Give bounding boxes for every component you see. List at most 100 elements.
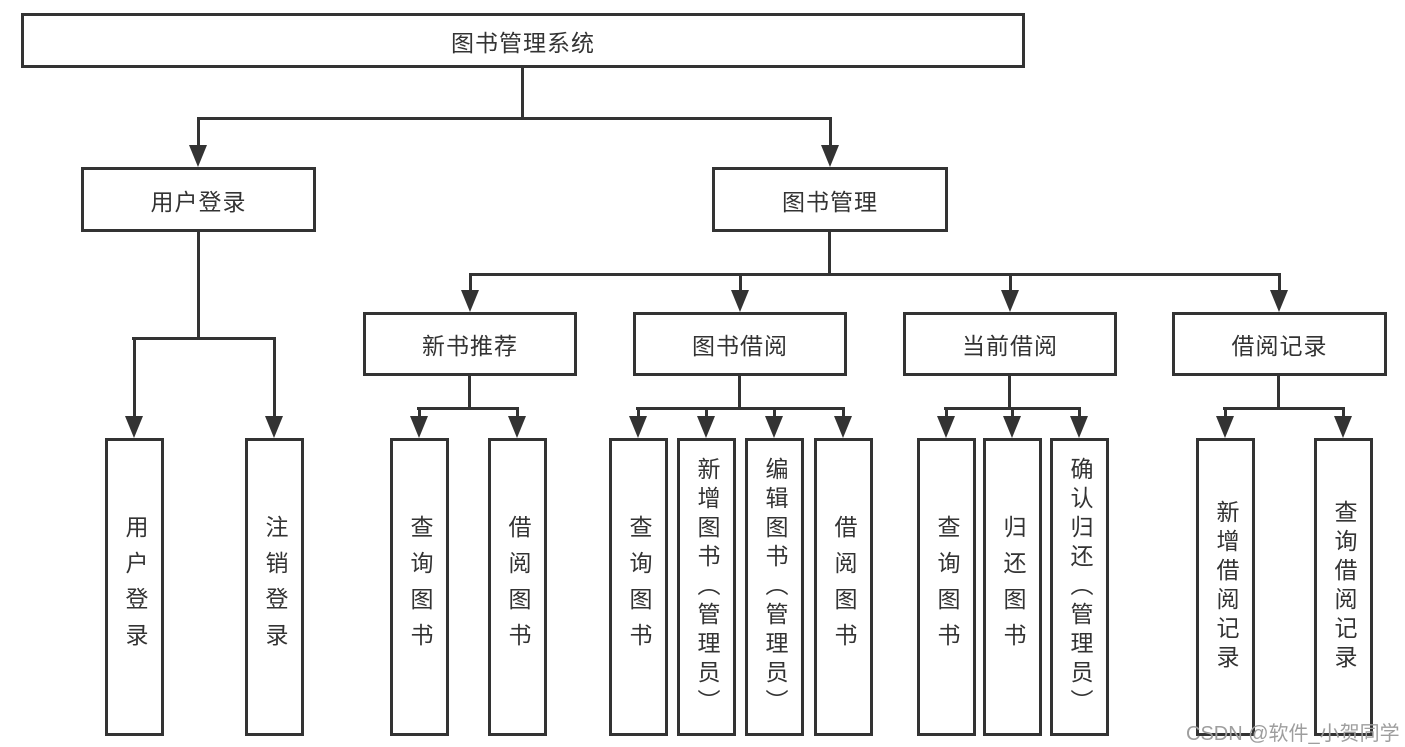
arrow-head-icon	[1001, 290, 1019, 312]
connector-user-login-drop	[197, 232, 200, 337]
connector-root-split	[197, 117, 831, 120]
leaf-query-book-current: 查询图书	[917, 438, 976, 736]
arrow-head-icon	[1334, 416, 1352, 438]
arrow-to-leaf-confirm-return	[1070, 407, 1088, 438]
arrow-stem	[944, 407, 948, 416]
arrow-stem	[515, 407, 519, 416]
arrow-to-leaf-query-book-1	[410, 407, 428, 438]
arrow-head-icon	[821, 145, 839, 167]
connector-current-borrow-drop	[1008, 376, 1011, 407]
leaf-logout-label: 注销登录	[262, 515, 288, 659]
connector-book-management-drop	[828, 232, 831, 273]
leaf-query-book-recommend: 查询图书	[390, 438, 449, 736]
arrow-head-icon	[1216, 416, 1234, 438]
leaf-query-book-borrow-label: 查询图书	[626, 515, 652, 659]
leaf-add-borrow-record-label: 新增借阅记录	[1213, 500, 1239, 674]
leaf-user-login: 用户登录	[105, 438, 164, 736]
leaf-return-book-label: 归还图书	[1000, 515, 1026, 659]
connector-book-borrow-split	[636, 407, 845, 410]
arrow-stem	[417, 407, 421, 416]
arrow-head-icon	[629, 416, 647, 438]
node-borrow-record-label: 借阅记录	[1231, 333, 1328, 359]
leaf-borrow-book-recommend-label: 借阅图书	[505, 515, 531, 659]
arrow-to-leaf-add-book	[697, 407, 715, 438]
leaf-query-book-recommend-label: 查询图书	[407, 515, 433, 659]
arrow-head-icon	[461, 290, 479, 312]
arrow-to-leaf-logout	[265, 337, 283, 438]
arrow-to-leaf-borrow-book-2	[834, 407, 852, 438]
node-current-borrow: 当前借阅	[903, 312, 1117, 376]
leaf-borrow-book-recommend: 借阅图书	[488, 438, 547, 736]
arrow-stem	[1341, 407, 1345, 416]
arrow-stem	[1010, 407, 1014, 416]
arrow-stem	[704, 407, 708, 416]
arrow-stem	[841, 407, 845, 416]
leaf-confirm-return-admin: 确认归还（管理员）	[1050, 438, 1109, 736]
arrow-head-icon	[265, 416, 283, 438]
node-root-system-label: 图书管理系统	[451, 29, 595, 56]
arrow-to-book-management	[821, 117, 839, 167]
arrow-stem	[1008, 273, 1012, 290]
arrow-stem	[196, 117, 200, 145]
connector-root-drop	[521, 68, 524, 117]
leaf-query-borrow-record: 查询借阅记录	[1314, 438, 1373, 736]
watermark: CSDN @软件_小贺同学	[1186, 717, 1400, 746]
leaf-query-book-borrow: 查询图书	[609, 438, 668, 736]
node-user-login-label: 用户登录	[150, 188, 247, 215]
arrow-head-icon	[937, 416, 955, 438]
arrow-head-icon	[765, 416, 783, 438]
watermark-text: CSDN @软件_小贺同学	[1186, 723, 1400, 745]
node-root-system: 图书管理系统	[21, 13, 1025, 68]
arrow-to-leaf-query-borrow-record	[1334, 407, 1352, 438]
connector-new-book-drop	[468, 376, 471, 407]
arrow-to-new-book-recommend	[461, 273, 479, 312]
arrow-stem	[272, 337, 276, 416]
leaf-query-book-current-label: 查询图书	[934, 515, 960, 659]
leaf-confirm-return-admin-label: 确认归还（管理员）	[1067, 456, 1093, 718]
arrow-to-leaf-edit-book	[765, 407, 783, 438]
leaf-return-book: 归还图书	[983, 438, 1042, 736]
connector-book-management-split	[469, 273, 1281, 276]
leaf-borrow-book: 借阅图书	[814, 438, 873, 736]
leaf-add-book-admin-label: 新增图书（管理员）	[694, 456, 720, 718]
arrow-stem	[738, 273, 742, 290]
leaf-edit-book-admin-label: 编辑图书（管理员）	[762, 456, 788, 718]
node-book-management-label: 图书管理	[782, 188, 878, 215]
node-current-borrow-label: 当前借阅	[962, 333, 1058, 359]
arrow-head-icon	[410, 416, 428, 438]
node-borrow-record: 借阅记录	[1172, 312, 1387, 376]
arrow-head-icon	[1070, 416, 1088, 438]
connector-book-borrow-drop	[738, 376, 741, 407]
arrow-to-leaf-user-login	[125, 337, 143, 438]
arrow-head-icon	[1270, 290, 1288, 312]
arrow-to-leaf-return-book	[1003, 407, 1021, 438]
node-new-book-recommend-label: 新书推荐	[422, 333, 518, 359]
arrow-to-leaf-borrow-book-1	[508, 407, 526, 438]
arrow-stem	[772, 407, 776, 416]
arrow-head-icon	[834, 416, 852, 438]
arrow-stem	[1077, 407, 1081, 416]
arrow-head-icon	[508, 416, 526, 438]
arrow-to-book-borrow	[731, 273, 749, 312]
connector-user-login-split	[132, 337, 275, 340]
leaf-user-login-label: 用户登录	[122, 515, 148, 659]
arrow-stem	[132, 337, 136, 416]
node-book-borrow-label: 图书借阅	[692, 333, 788, 359]
arrow-head-icon	[125, 416, 143, 438]
leaf-query-borrow-record-label: 查询借阅记录	[1331, 500, 1357, 674]
arrow-head-icon	[1003, 416, 1021, 438]
arrow-to-leaf-query-book-2	[629, 407, 647, 438]
arrow-to-user-login	[189, 117, 207, 167]
node-user-login: 用户登录	[81, 167, 316, 232]
arrow-stem	[468, 273, 472, 290]
leaf-borrow-book-label: 借阅图书	[831, 515, 857, 659]
arrow-head-icon	[189, 145, 207, 167]
arrow-stem	[1277, 273, 1281, 290]
arrow-stem	[1223, 407, 1227, 416]
node-new-book-recommend: 新书推荐	[363, 312, 577, 376]
leaf-logout: 注销登录	[245, 438, 304, 736]
leaf-edit-book-admin: 编辑图书（管理员）	[745, 438, 804, 736]
arrow-to-leaf-add-borrow-record	[1216, 407, 1234, 438]
leaf-add-book-admin: 新增图书（管理员）	[677, 438, 736, 736]
